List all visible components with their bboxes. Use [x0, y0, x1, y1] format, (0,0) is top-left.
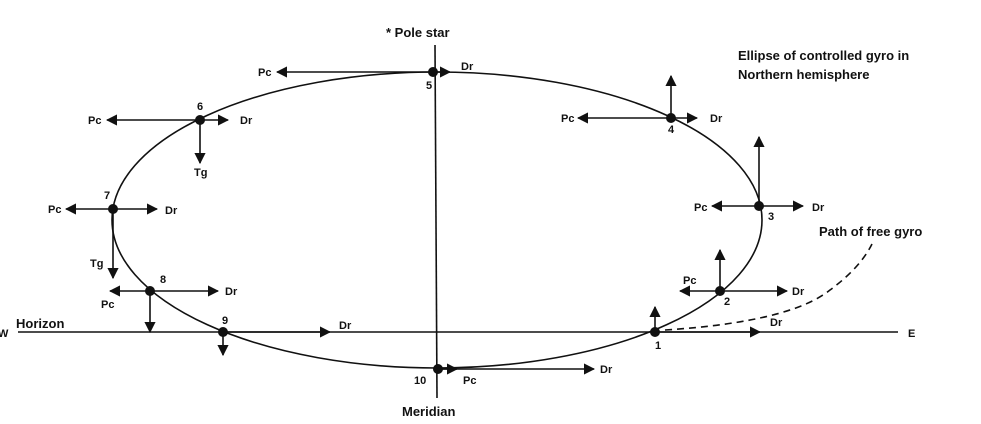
- dr-label-2: Dr: [792, 286, 805, 298]
- free-gyro-label: Path of free gyro: [819, 224, 922, 239]
- meridian-label: Meridian: [402, 404, 456, 419]
- pole-star-label: * Pole star: [386, 25, 450, 40]
- pc-label-4: Pc: [561, 113, 574, 125]
- point-number-4: 4: [668, 124, 675, 136]
- dr-label-9: Dr: [339, 320, 352, 332]
- point-2: [715, 286, 725, 296]
- point-number-1: 1: [655, 340, 661, 352]
- point-number-2: 2: [724, 296, 730, 308]
- meridian-line: [434, 44, 438, 399]
- west-label: W: [0, 328, 9, 340]
- point-1: [650, 327, 660, 337]
- point-number-6: 6: [197, 101, 203, 113]
- free-gyro-path: [664, 243, 873, 331]
- dr-label-6: Dr: [240, 115, 253, 127]
- dr-label-10: Dr: [600, 364, 613, 376]
- point-6: [195, 115, 205, 125]
- pc-label-7: Pc: [48, 204, 61, 216]
- tg-label-6: Tg: [194, 167, 207, 179]
- pc-label-2: Pc: [683, 275, 696, 287]
- dr-label-7: Dr: [165, 205, 178, 217]
- pc-label-5: Pc: [258, 67, 271, 79]
- point-number-10: 10: [414, 375, 426, 387]
- point-4: [666, 113, 676, 123]
- pc-label-3: Pc: [694, 202, 707, 214]
- point-7: [108, 204, 118, 214]
- dr-label-8: Dr: [225, 286, 238, 298]
- title-line-2: Northern hemisphere: [738, 67, 869, 82]
- point-number-7: 7: [104, 190, 110, 202]
- dr-label-1: Dr: [770, 317, 783, 329]
- pc-label-10: Pc: [463, 375, 476, 387]
- point-10: [433, 364, 443, 374]
- point-8: [145, 286, 155, 296]
- point-number-5: 5: [426, 80, 432, 92]
- point-9: [218, 327, 228, 337]
- pc-label-6: Pc: [88, 115, 101, 127]
- dr-label-3: Dr: [812, 202, 825, 214]
- dr-label-5: Dr: [461, 61, 474, 73]
- pc-label-8: Pc: [101, 299, 114, 311]
- point-number-3: 3: [768, 211, 774, 223]
- point-3: [754, 201, 764, 211]
- tg-label-7: Tg: [90, 258, 103, 270]
- point-number-8: 8: [160, 274, 166, 286]
- east-label: E: [908, 328, 915, 340]
- horizon-label: Horizon: [16, 316, 64, 331]
- title-line-1: Ellipse of controlled gyro in: [738, 48, 909, 63]
- point-5: [428, 67, 438, 77]
- dr-label-4: Dr: [710, 113, 723, 125]
- point-number-9: 9: [222, 315, 228, 327]
